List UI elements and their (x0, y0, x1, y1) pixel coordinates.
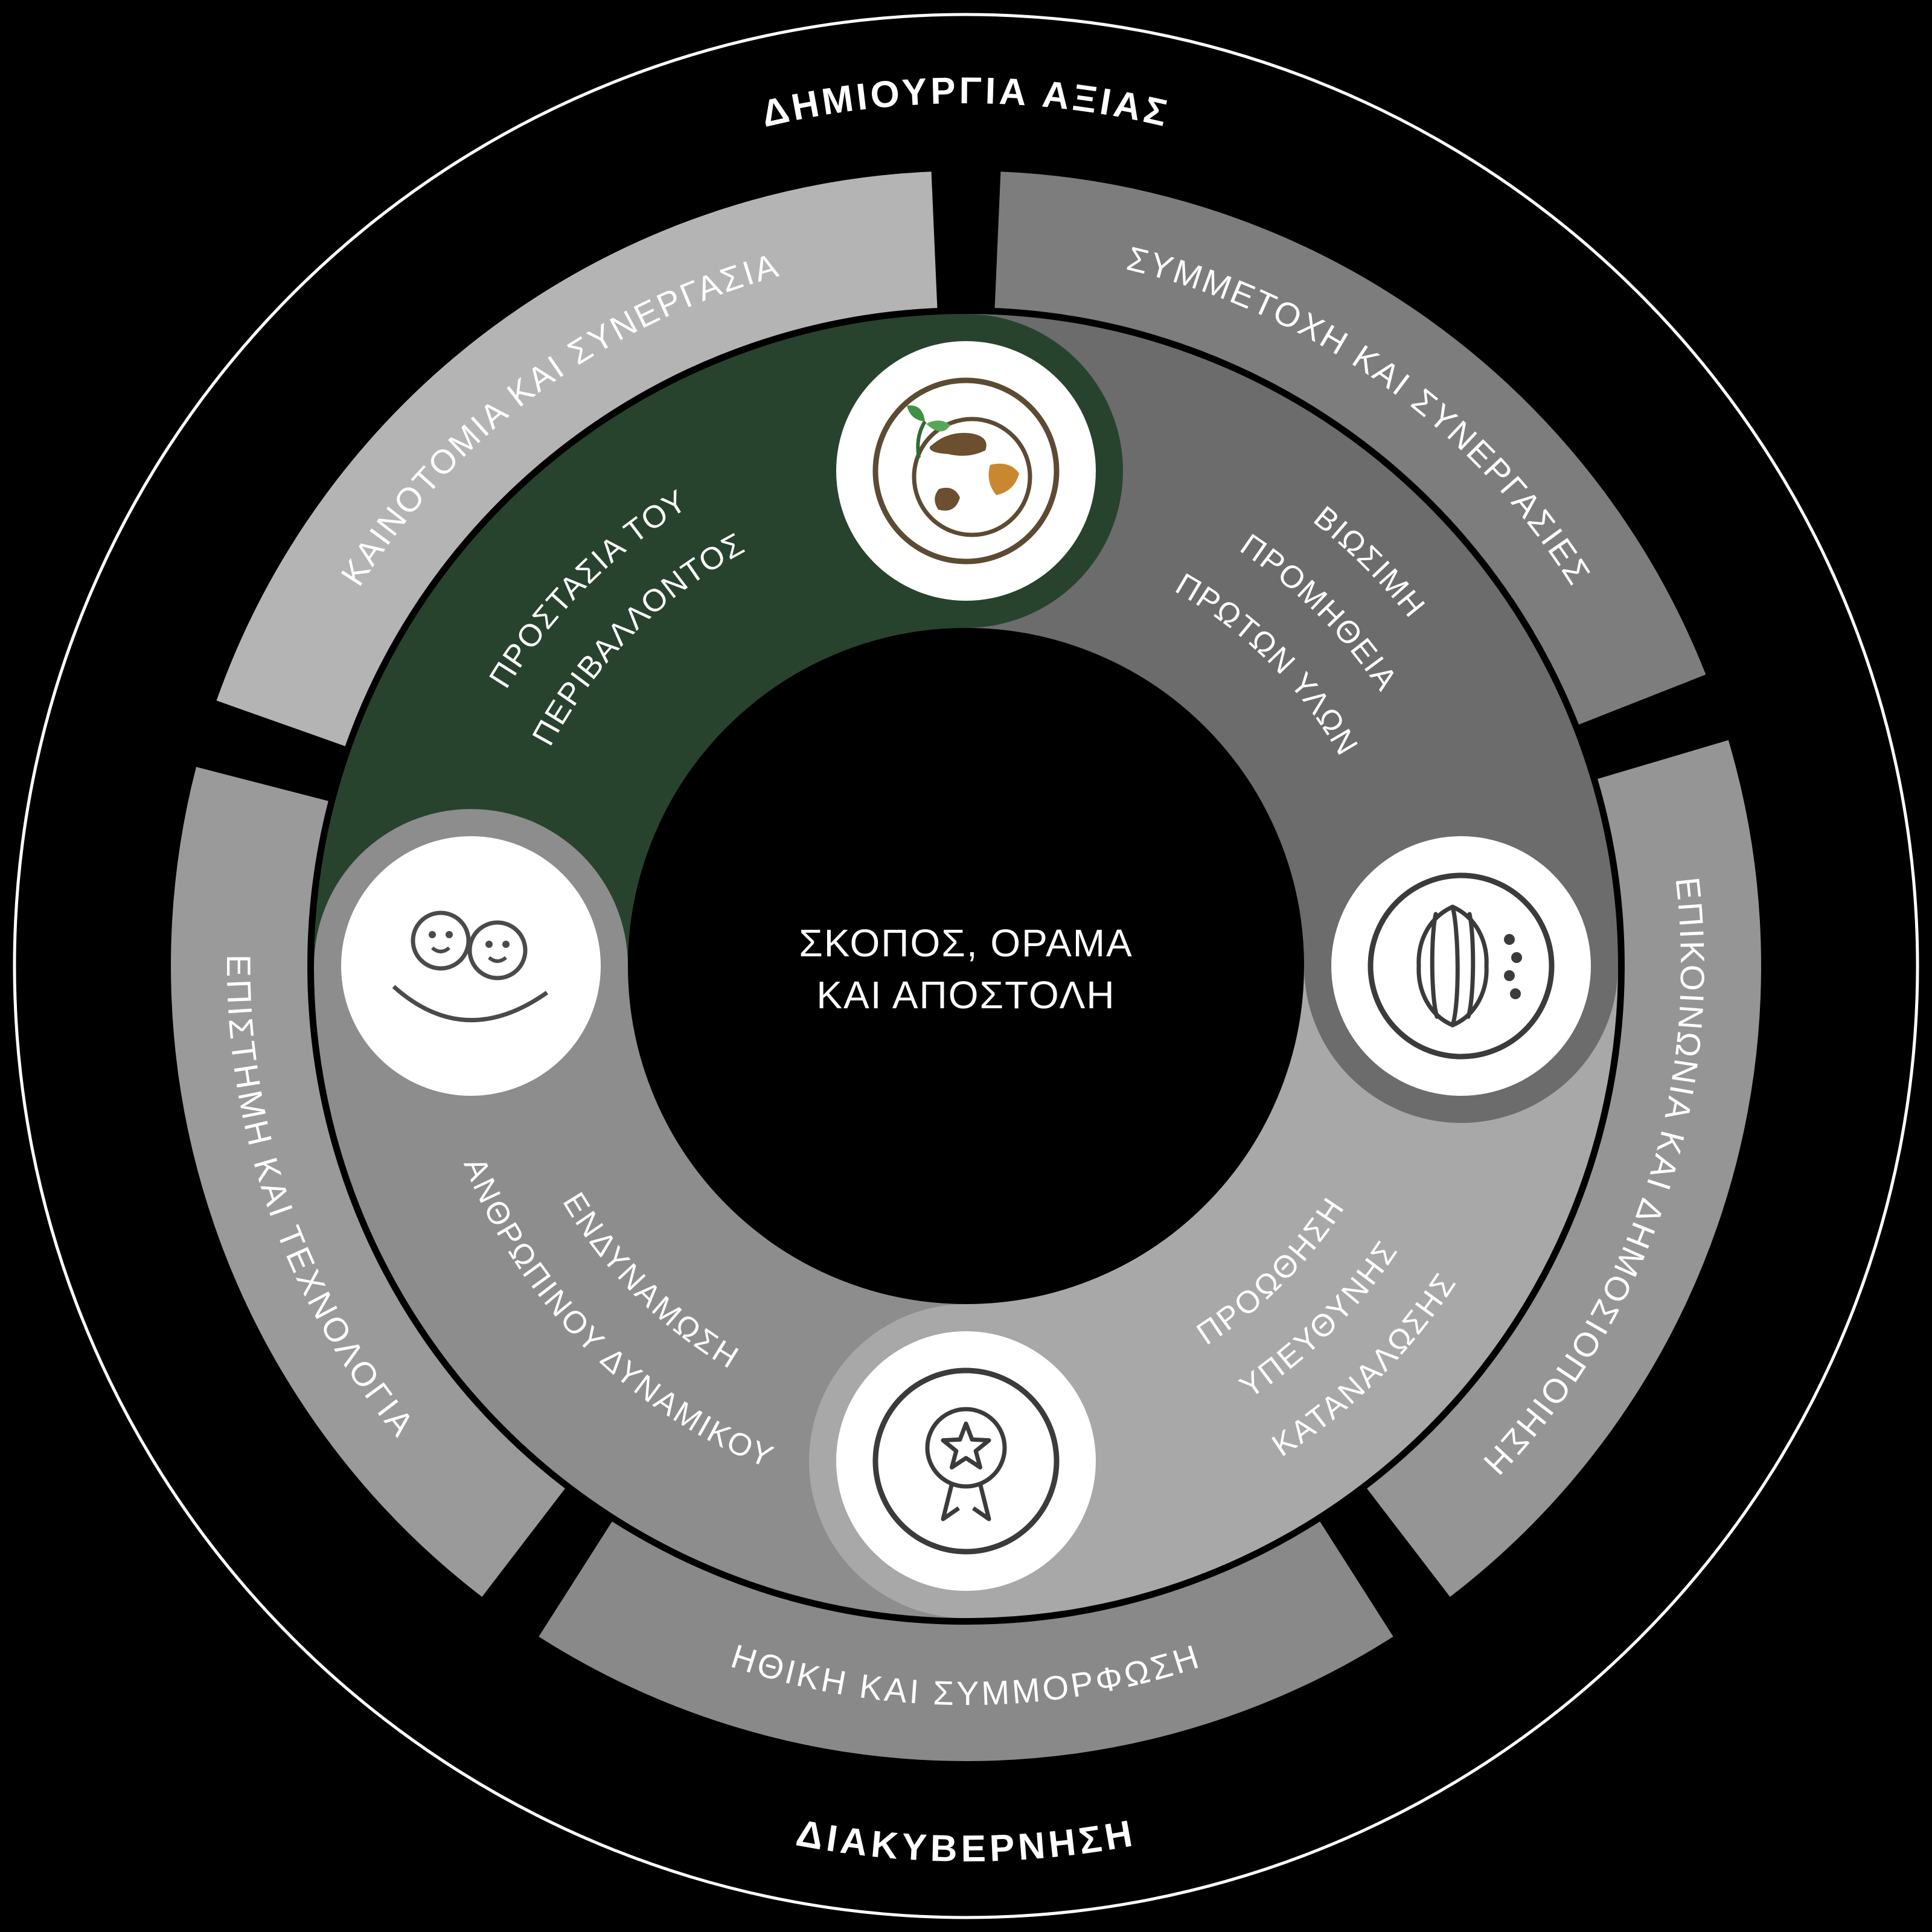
globe-leaf-icon (836, 341, 1096, 601)
cocoa-beans (1504, 934, 1522, 999)
leaf-sprig (907, 405, 950, 458)
middle-segment-symmetoxi (994, 171, 1706, 725)
award-medal-icon (836, 1331, 1096, 1591)
cocoa-pod-icon (1331, 836, 1591, 1096)
middle-segment-ithiki (539, 1521, 1393, 1761)
middle-segment-kainotomia (216, 171, 938, 746)
middle-segment-epikoinonia (1367, 740, 1761, 1597)
outer-bottom-label: ΔΙΑΚΥΒΕΡΝΗΣΗ (793, 1812, 1139, 1870)
icon-disc (341, 836, 601, 1096)
people-icon (341, 836, 601, 1096)
outer-top-label: ΔΗΜΙΟΥΡΓΙΑ ΑΞΙΑΣ (758, 69, 1174, 135)
outer-boundary-circle (13, 13, 1919, 1919)
middle-segment-epistimi (171, 767, 565, 1597)
center-text-line1: ΣΚΟΠΟΣ, ΟΡΑΜΑ (799, 921, 1133, 965)
center-text-line2: ΚΑΙ ΑΠΟΣΤΟΛΗ (816, 973, 1115, 1017)
